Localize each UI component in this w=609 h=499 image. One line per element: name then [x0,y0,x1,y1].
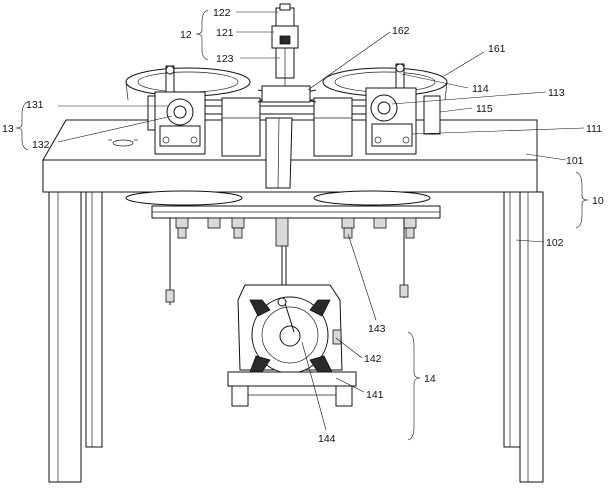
label-14: 14 [424,373,436,385]
table-legs [48,191,544,483]
leg-front-left [48,191,82,483]
label-113: 113 [548,87,565,99]
leg-front-right [519,191,544,483]
motor-assembly [227,284,357,407]
center-clamp [261,85,311,103]
top-cylinder [271,3,299,86]
label-114: 114 [472,83,489,95]
label-161: 161 [488,43,506,55]
label-102: 102 [546,237,564,249]
top-assembly [125,3,448,189]
leader-lines [15,9,589,441]
center-plate [265,117,293,189]
carriage-right [313,97,353,157]
label-121: 121 [216,27,234,39]
table-hole [112,139,134,147]
reference-labels: 122 121 12 123 162 161 114 113 115 131 1… [2,7,604,445]
label-132: 132 [32,139,50,151]
beam-nuts [175,217,417,239]
clamp-block-right [365,87,417,155]
label-111: 111 [586,123,602,135]
under-table-assembly [125,190,441,305]
ring-left [125,67,251,101]
label-10: 10 [592,195,604,207]
label-144: 144 [318,433,336,445]
label-115: 115 [476,103,493,115]
hanging-rods [165,218,409,305]
label-131: 131 [26,99,44,111]
leg-back-right [503,191,521,448]
crank-link [283,299,295,333]
label-122: 122 [213,7,231,19]
clamp-block-left [154,91,206,155]
cylinder-right [423,95,441,135]
leg-back-left [85,191,103,448]
carriage-left [221,97,261,157]
label-141: 141 [366,389,384,401]
label-13: 13 [2,123,14,135]
label-143: 143 [368,323,386,335]
label-142: 142 [364,353,382,365]
motor-base [227,371,357,387]
label-123: 123 [216,53,234,65]
label-162: 162 [392,25,410,37]
label-12: 12 [180,29,192,41]
motor-shaft [279,325,301,347]
label-101: 101 [566,155,584,167]
